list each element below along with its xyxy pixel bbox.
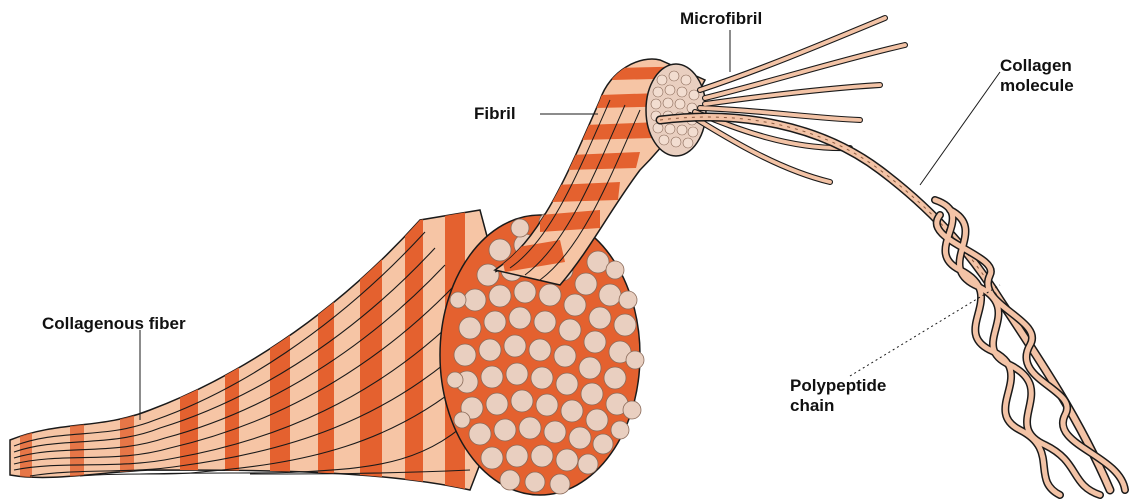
fibril-label: Fibril — [474, 104, 516, 124]
collagenous-fiber-label: Collagenous fiber — [42, 314, 186, 334]
polypeptide-chain-label-line1: Polypeptide — [790, 376, 886, 396]
microfibril-label: Microfibril — [680, 9, 762, 29]
microfibril-strands — [690, 18, 905, 182]
collagen-molecule-label-line2: molecule — [1000, 76, 1074, 96]
collagen-molecule-label-line1: Collagen — [1000, 56, 1072, 76]
collagen-molecule-leader-line — [920, 72, 1000, 185]
collagen-molecule — [660, 117, 1110, 490]
polypeptide-chain-label-line2: chain — [790, 396, 834, 416]
